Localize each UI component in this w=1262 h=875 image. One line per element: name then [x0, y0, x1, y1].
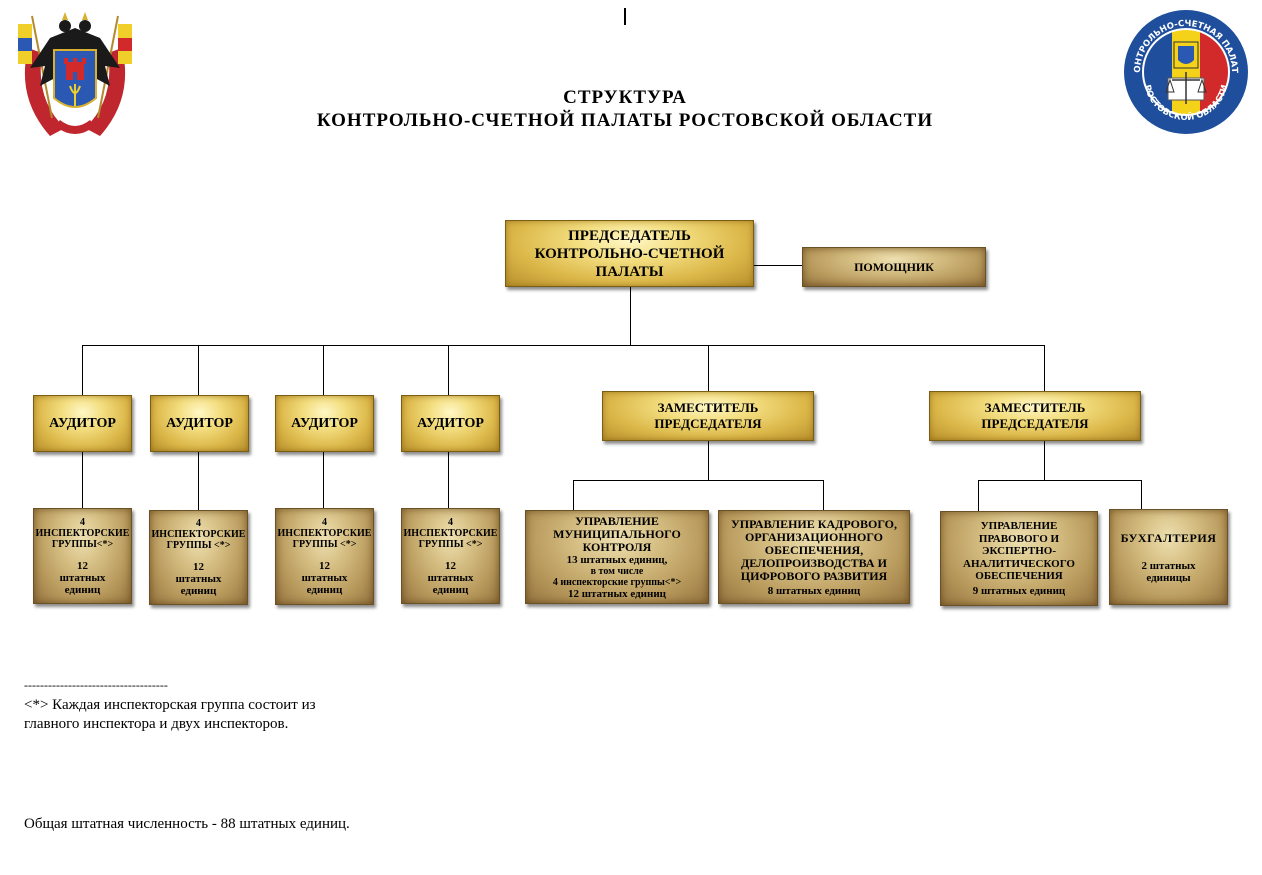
deputy-label: ЗАМЕСТИТЕЛЬ ПРЕДСЕДАТЕЛЯ — [654, 400, 762, 431]
total-staff-text: Общая штатная численность - 88 штатных е… — [24, 816, 350, 832]
connector-drop-accounting — [1141, 480, 1142, 509]
auditor-box-2: АУДИТОР — [150, 395, 249, 452]
connector-deputy-2-down — [1044, 441, 1045, 480]
municipal-line3: 4 инспекторские группы<*> — [552, 576, 682, 588]
connector-drop-deputy-1 — [708, 345, 709, 391]
group-staff: 12 штатных единиц — [427, 559, 474, 596]
title-line2: КОНТРОЛЬНО-СЧЕТНОЙ ПАЛАТЫ РОСТОВСКОЙ ОБЛ… — [316, 110, 934, 131]
assistant-label: ПОМОЩНИК — [854, 259, 934, 274]
footnote-separator: ------------------------------------ — [24, 678, 168, 692]
accounting-box: БУХГАЛТЕРИЯ 2 штатных единицы — [1109, 509, 1228, 605]
group-name: ИНСПЕКТОРСКИЕ ГРУППЫ <*> — [403, 527, 498, 550]
connector-auditor-1-group — [82, 452, 83, 508]
personnel-staff: 8 штатных единиц — [767, 584, 861, 597]
connector-deputy-2-horizontal — [978, 480, 1142, 481]
accounting-name: БУХГАЛТЕРИЯ — [1120, 530, 1217, 545]
municipal-name: УПРАВЛЕНИЕ МУНИЦИПАЛЬНОГО КОНТРОЛЯ — [553, 513, 681, 554]
deputy-box-2: ЗАМЕСТИТЕЛЬ ПРЕДСЕДАТЕЛЯ — [929, 391, 1141, 441]
group-count: 4 — [80, 516, 85, 528]
municipal-line2: в том числе — [590, 565, 644, 577]
group-name: ИНСПЕКТОРСКИЕ ГРУППЫ<*> — [35, 527, 130, 550]
group-staff: 12 штатных единиц — [175, 561, 222, 597]
auditor-label: АУДИТОР — [49, 415, 116, 431]
connector-auditor-3-group — [323, 452, 324, 508]
accounting-staff: 2 штатных единицы — [1141, 559, 1196, 584]
deputy-box-1: ЗАМЕСТИТЕЛЬ ПРЕДСЕДАТЕЛЯ — [602, 391, 814, 441]
connector-auditor-2-group — [198, 452, 199, 510]
legal-department-box: УПРАВЛЕНИЕ ПРАВОВОГО И ЭКСПЕРТНО-АНАЛИТИ… — [940, 511, 1098, 606]
municipal-line4: 12 штатных единиц — [567, 587, 667, 600]
auditor-box-1: АУДИТОР — [33, 395, 132, 452]
inspector-groups-box-1: 4 ИНСПЕКТОРСКИЕ ГРУППЫ<*> 12 штатных еди… — [33, 508, 132, 604]
connector-drop-legal — [978, 480, 979, 511]
personnel-name: УПРАВЛЕНИЕ КАДРОВОГО, ОРГАНИЗАЦИОННОГО О… — [731, 516, 897, 583]
personnel-department-box: УПРАВЛЕНИЕ КАДРОВОГО, ОРГАНИЗАЦИОННОГО О… — [718, 510, 910, 604]
text-cursor — [624, 8, 626, 25]
connector-drop-auditor-4 — [448, 345, 449, 395]
auditor-box-3: АУДИТОР — [275, 395, 374, 452]
legal-staff: 9 штатных единиц — [972, 584, 1066, 597]
connector-auditor-4-group — [448, 452, 449, 508]
group-name: ИНСПЕКТОРСКИЕ ГРУППЫ <*> — [277, 528, 372, 550]
connector-drop-auditor-1 — [82, 345, 83, 395]
control-chamber-emblem-logo: КОНТРОЛЬНО-СЧЕТНАЯ ПАЛАТА РОСТОВСКОЙ ОБЛ… — [1119, 1, 1250, 136]
municipal-line1: 13 штатных единиц, — [566, 553, 668, 566]
assistant-box: ПОМОЩНИК — [802, 247, 986, 287]
connector-drop-personnel — [823, 480, 824, 510]
connector-deputy-1-down — [708, 441, 709, 480]
chairman-box: ПРЕДСЕДАТЕЛЬ КОНТРОЛЬНО-СЧЕТНОЙ ПАЛАТЫ — [505, 220, 754, 287]
group-staff: 12 штатных единиц — [301, 560, 348, 596]
inspector-groups-box-3: 4 ИНСПЕКТОРСКИЕ ГРУППЫ <*> 12 штатных ед… — [275, 508, 374, 605]
municipal-control-box: УПРАВЛЕНИЕ МУНИЦИПАЛЬНОГО КОНТРОЛЯ 13 шт… — [525, 510, 709, 604]
connector-drop-municipal — [573, 480, 574, 510]
title-line1: СТРУКТУРА — [563, 87, 687, 108]
group-count: 4 — [322, 517, 327, 528]
footnote-line1: <*> Каждая инспекторская группа состоит … — [24, 697, 316, 713]
inspector-groups-box-2: 4 ИНСПЕКТОРСКИЕ ГРУППЫ <*> 12 штатных ед… — [149, 510, 248, 605]
connector-drop-auditor-2 — [198, 345, 199, 395]
chairman-label: ПРЕДСЕДАТЕЛЬ КОНТРОЛЬНО-СЧЕТНОЙ ПАЛАТЫ — [534, 227, 725, 280]
auditor-label: АУДИТОР — [166, 415, 233, 431]
connector-main-horizontal — [82, 345, 1044, 346]
auditor-label: АУДИТОР — [291, 415, 358, 431]
legal-name: УПРАВЛЕНИЕ ПРАВОВОГО И ЭКСПЕРТНО-АНАЛИТИ… — [963, 520, 1075, 583]
group-staff: 12 штатных единиц — [59, 559, 106, 596]
auditor-box-4: АУДИТОР — [401, 395, 500, 452]
group-count: 4 — [196, 518, 201, 529]
connector-chairman-down — [630, 287, 631, 345]
rostov-coat-of-arms-logo — [10, 8, 140, 143]
footnote-line2: главного инспектора и двух инспекторов. — [24, 716, 289, 732]
auditor-label: АУДИТОР — [417, 415, 484, 431]
inspector-groups-box-4: 4 ИНСПЕКТОРСКИЕ ГРУППЫ <*> 12 штатных ед… — [401, 508, 500, 604]
group-name: ИНСПЕКТОРСКИЕ ГРУППЫ <*> — [151, 529, 246, 551]
connector-chairman-assistant — [754, 265, 802, 266]
connector-drop-auditor-3 — [323, 345, 324, 395]
group-count: 4 — [448, 516, 453, 528]
connector-drop-deputy-2 — [1044, 345, 1045, 391]
deputy-label: ЗАМЕСТИТЕЛЬ ПРЕДСЕДАТЕЛЯ — [981, 400, 1089, 431]
connector-deputy-1-horizontal — [573, 480, 824, 481]
